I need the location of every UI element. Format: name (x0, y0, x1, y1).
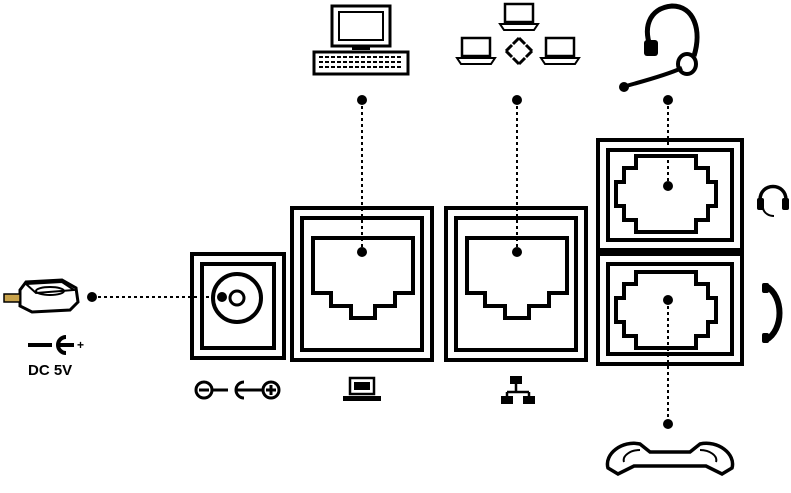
handset-port (596, 252, 744, 366)
power-label: DC 5V (28, 362, 72, 379)
headset-small-icon (757, 184, 789, 217)
power-plus-sign: + (77, 338, 84, 352)
headset-icon (619, 3, 700, 92)
power-adapter-icon (3, 278, 80, 314)
handset-icon (605, 441, 735, 476)
headset-port (596, 138, 744, 252)
internet-line-dot-port (512, 247, 522, 257)
laptop-icon (343, 376, 381, 401)
handset-small-icon (762, 283, 783, 343)
dc-polarity-icon (194, 380, 281, 400)
headset-line-dot-port (663, 181, 673, 191)
internet-port (444, 206, 588, 362)
pc-port (290, 206, 434, 362)
network-cloud-icon (455, 2, 581, 66)
handset-line-dot-bottom (663, 419, 673, 429)
dc-power-jack (190, 252, 286, 360)
network-icon (501, 376, 535, 404)
desktop-computer-icon (312, 4, 410, 76)
dc-symbol-icon (28, 335, 74, 355)
pc-line-dot-port (357, 247, 367, 257)
power-line-dot (87, 292, 97, 302)
